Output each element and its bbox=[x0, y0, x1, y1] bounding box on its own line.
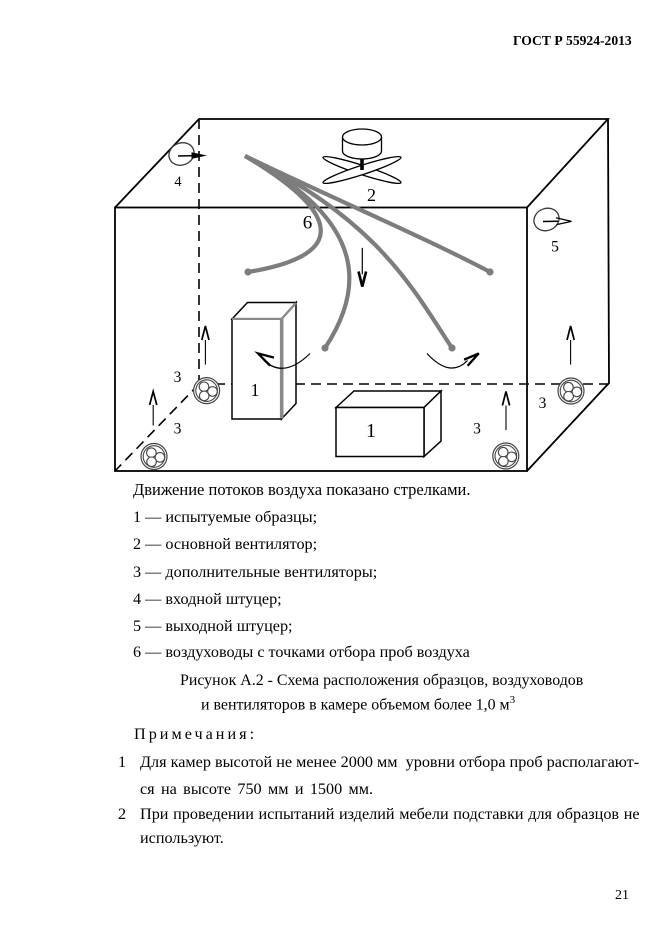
svg-text:3: 3 bbox=[473, 421, 481, 438]
svg-text:5: 5 bbox=[551, 239, 559, 256]
svg-text:4: 4 bbox=[174, 174, 182, 190]
svg-text:6: 6 bbox=[303, 213, 313, 234]
svg-text:3: 3 bbox=[174, 421, 182, 438]
svg-text:1: 1 bbox=[251, 380, 260, 400]
svg-text:2: 2 bbox=[367, 185, 376, 205]
svg-text:3: 3 bbox=[539, 395, 547, 412]
svg-text:3: 3 bbox=[174, 369, 182, 386]
svg-text:1: 1 bbox=[366, 420, 376, 442]
